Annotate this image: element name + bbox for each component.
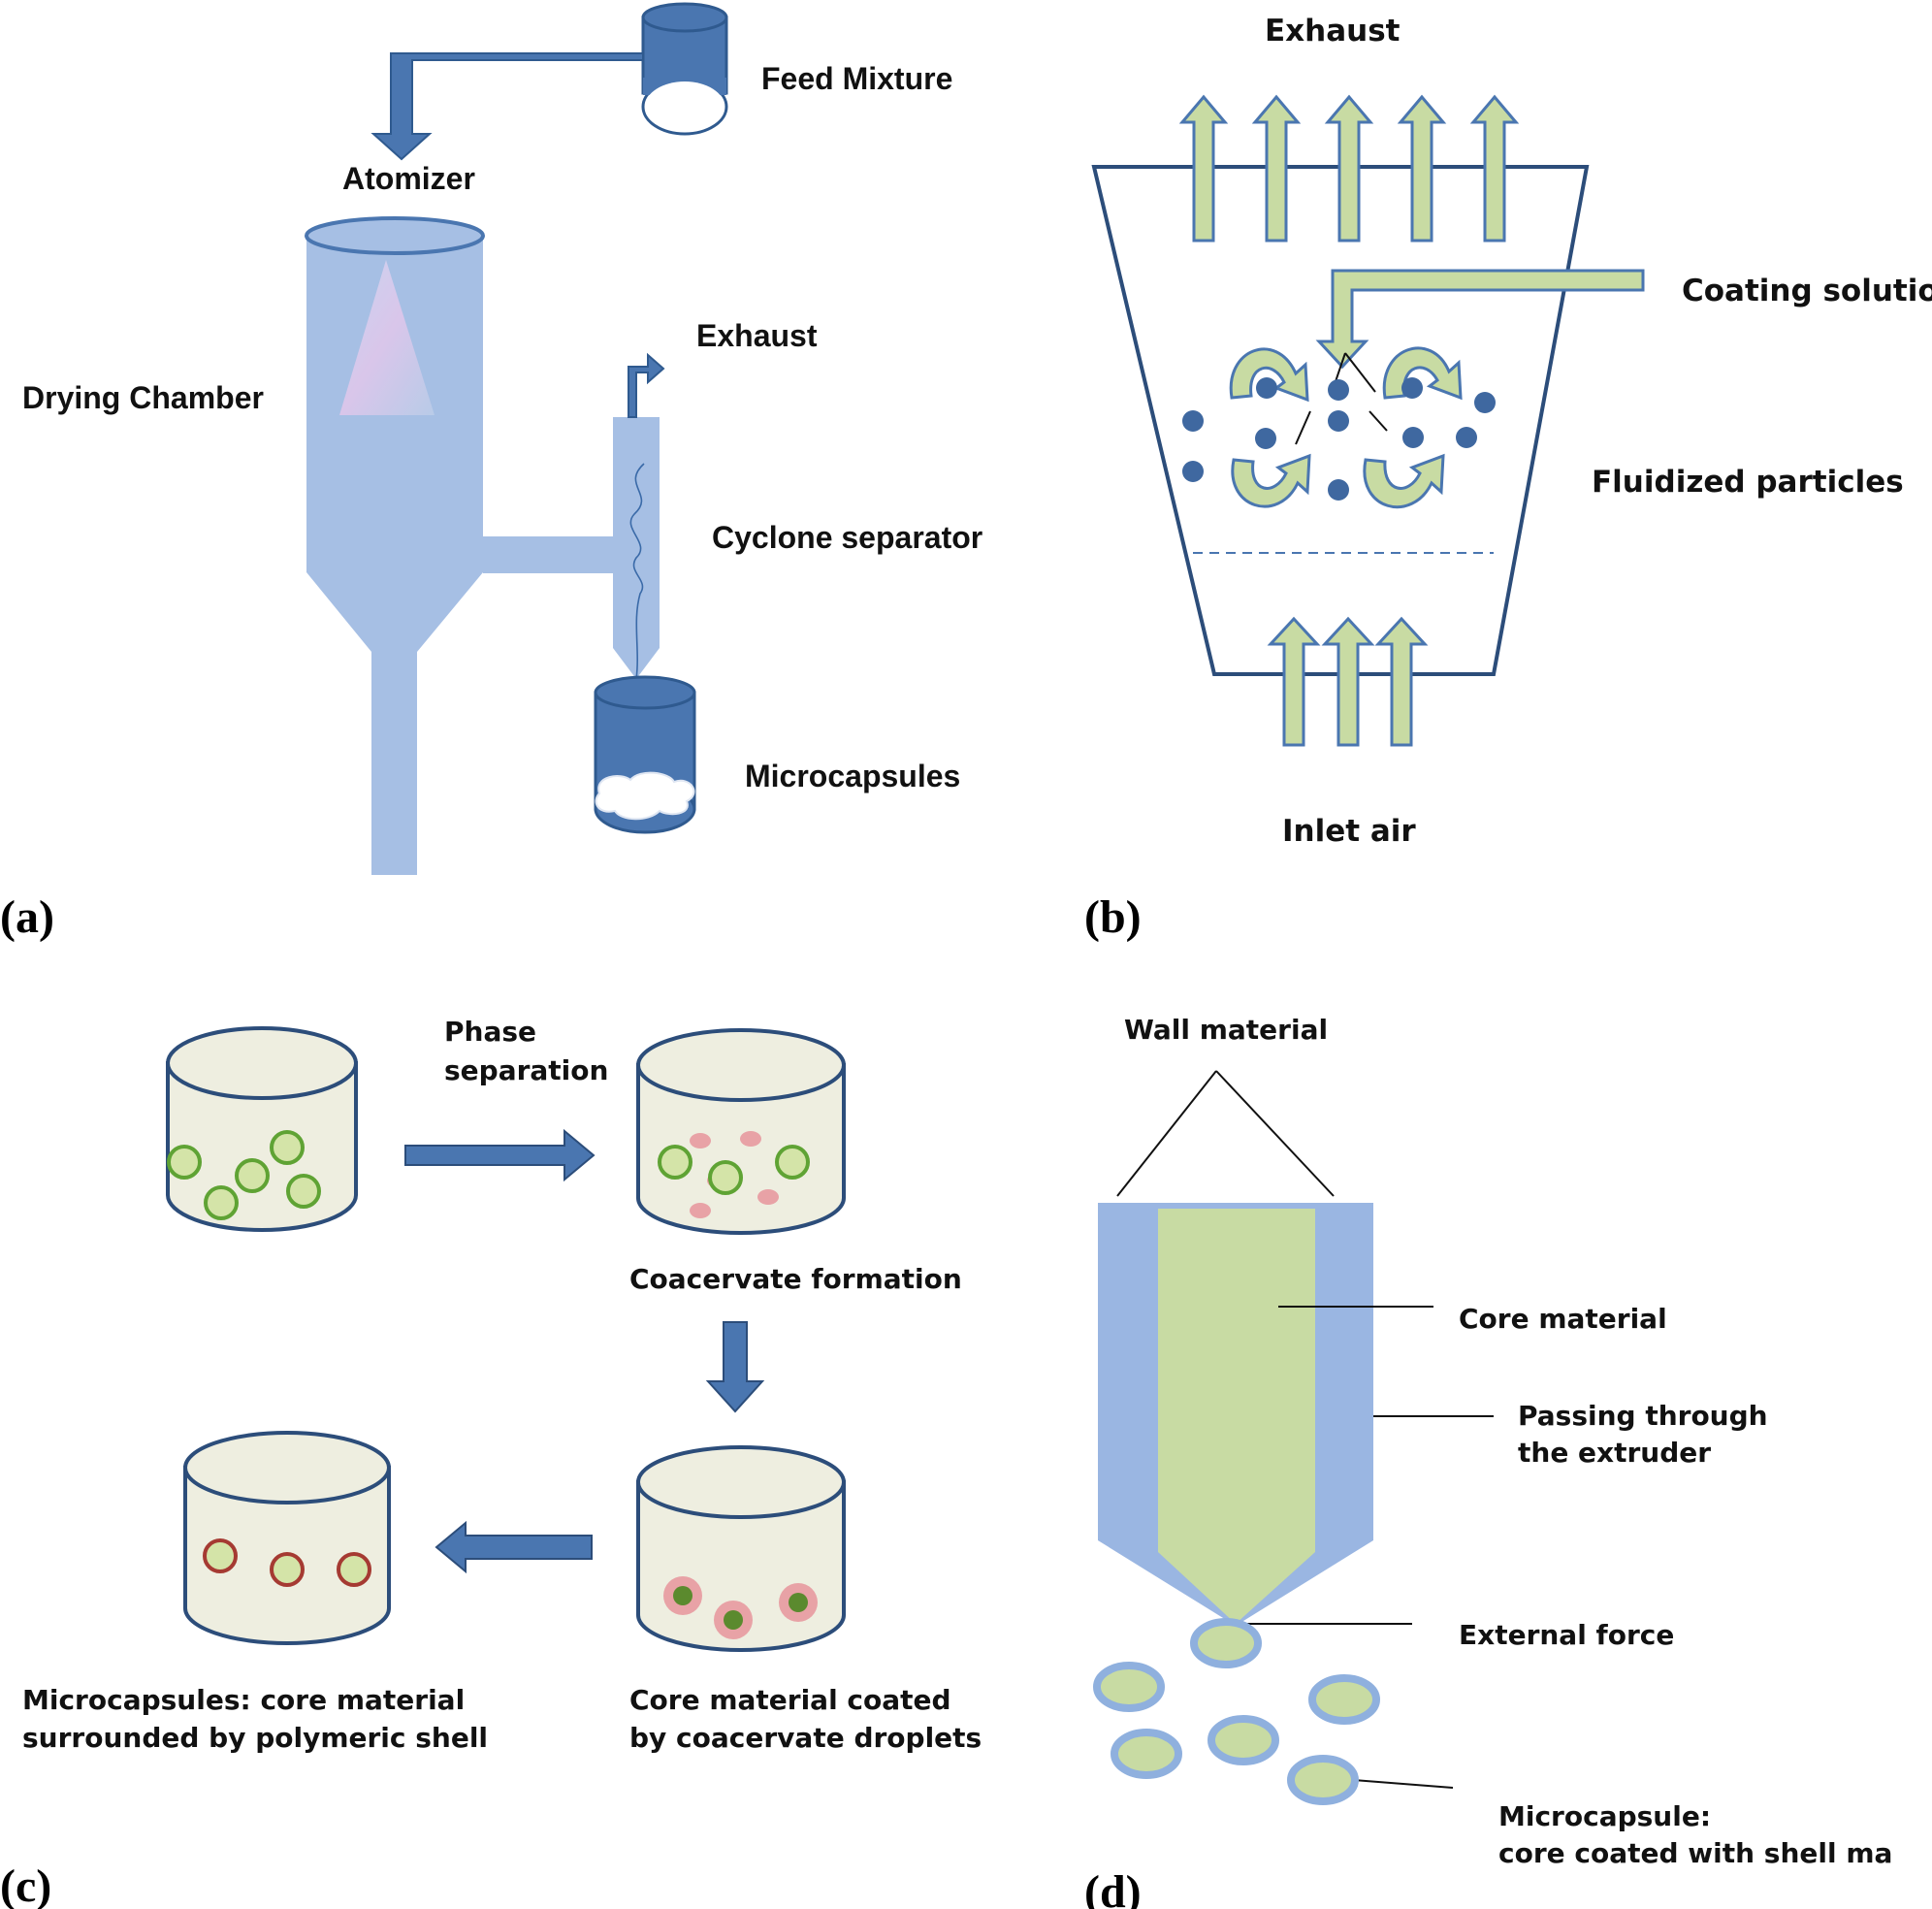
coating-solution-arrow (1315, 269, 1645, 370)
arrow-left-coated (435, 1520, 593, 1574)
label-fluidized-particles: Fluidized particles (1592, 465, 1904, 500)
fluidized-particle-dots (1182, 377, 1496, 501)
beaker-1 (166, 1026, 358, 1232)
label-separation: separation (444, 1054, 608, 1086)
label-phase: Phase (444, 1016, 536, 1048)
label-inlet-air: Inlet air (1282, 814, 1416, 849)
exhaust-arrows-b (1178, 94, 1520, 243)
label-drying-chamber: Drying Chamber (22, 380, 264, 415)
label-microcapsule-d-2: core coated with shell ma (1498, 1837, 1892, 1869)
panel-tag-c: (c) (0, 1860, 51, 1909)
beaker-2 (636, 1028, 846, 1235)
label-microcapsules-c-2: surrounded by polymeric shell (22, 1722, 488, 1754)
label-microcapsules-c-1: Microcapsules: core material (22, 1684, 465, 1716)
label-feed-mixture: Feed Mixture (761, 61, 952, 96)
label-atomizer: Atomizer (342, 161, 475, 196)
label-exhaust-a: Exhaust (696, 318, 818, 353)
panel-d-extrusion: Wall material Core material Passing thro… (1084, 1014, 1892, 1909)
feed-mixture-container (641, 2, 728, 136)
inlet-air-arrows (1267, 616, 1429, 747)
beaker-4 (183, 1431, 391, 1645)
circulation-arrows (1229, 346, 1463, 509)
panel-tag-d: (d) (1084, 1866, 1142, 1909)
label-core-coated-1: Core material coated (629, 1684, 951, 1716)
panel-a-spray-drying: Feed Mixture Atomizer Drying Chamber Exh… (0, 2, 982, 943)
label-core-material: Core material (1459, 1303, 1667, 1335)
label-microcapsule-d-1: Microcapsule: (1498, 1800, 1711, 1832)
feed-arrow (370, 52, 644, 161)
extruder (1098, 1203, 1373, 1626)
cyclone-separator (613, 417, 660, 680)
label-cyclone-separator: Cyclone separator (712, 520, 982, 555)
label-microcapsules-a: Microcapsules (745, 759, 960, 793)
panel-tag-b: (b) (1084, 891, 1142, 943)
label-coating-solution: Coating solution (1682, 274, 1932, 308)
label-passing-through: Passing through (1518, 1400, 1768, 1432)
connector-pipe (483, 536, 615, 573)
exhaust-arrow-a (628, 352, 665, 418)
drying-chamber (305, 216, 485, 875)
panel-tag-a: (a) (0, 891, 54, 943)
panel-c-coacervation: Phase separation Coacervate formation Co… (0, 1016, 982, 1909)
label-wall-material: Wall material (1124, 1014, 1328, 1046)
label-coacervate-formation: Coacervate formation (629, 1263, 962, 1295)
label-exhaust-b: Exhaust (1265, 14, 1401, 49)
label-core-coated-2: by coacervate droplets (629, 1722, 982, 1754)
extruded-microcapsules (1093, 1618, 1380, 1805)
wall-material-pointer (1116, 1070, 1335, 1197)
arrow-down-coacervate (705, 1321, 765, 1413)
arrow-phase-separation (404, 1128, 596, 1182)
beaker-3 (636, 1445, 846, 1652)
leader-lines (1236, 1306, 1494, 1789)
panel-b-fluidized-bed: Exhaust Coating solution Fluidized parti… (1084, 14, 1932, 943)
label-the-extruder: the extruder (1518, 1437, 1711, 1469)
microcapsule-collector (594, 675, 696, 834)
label-external-force: External force (1459, 1619, 1674, 1651)
